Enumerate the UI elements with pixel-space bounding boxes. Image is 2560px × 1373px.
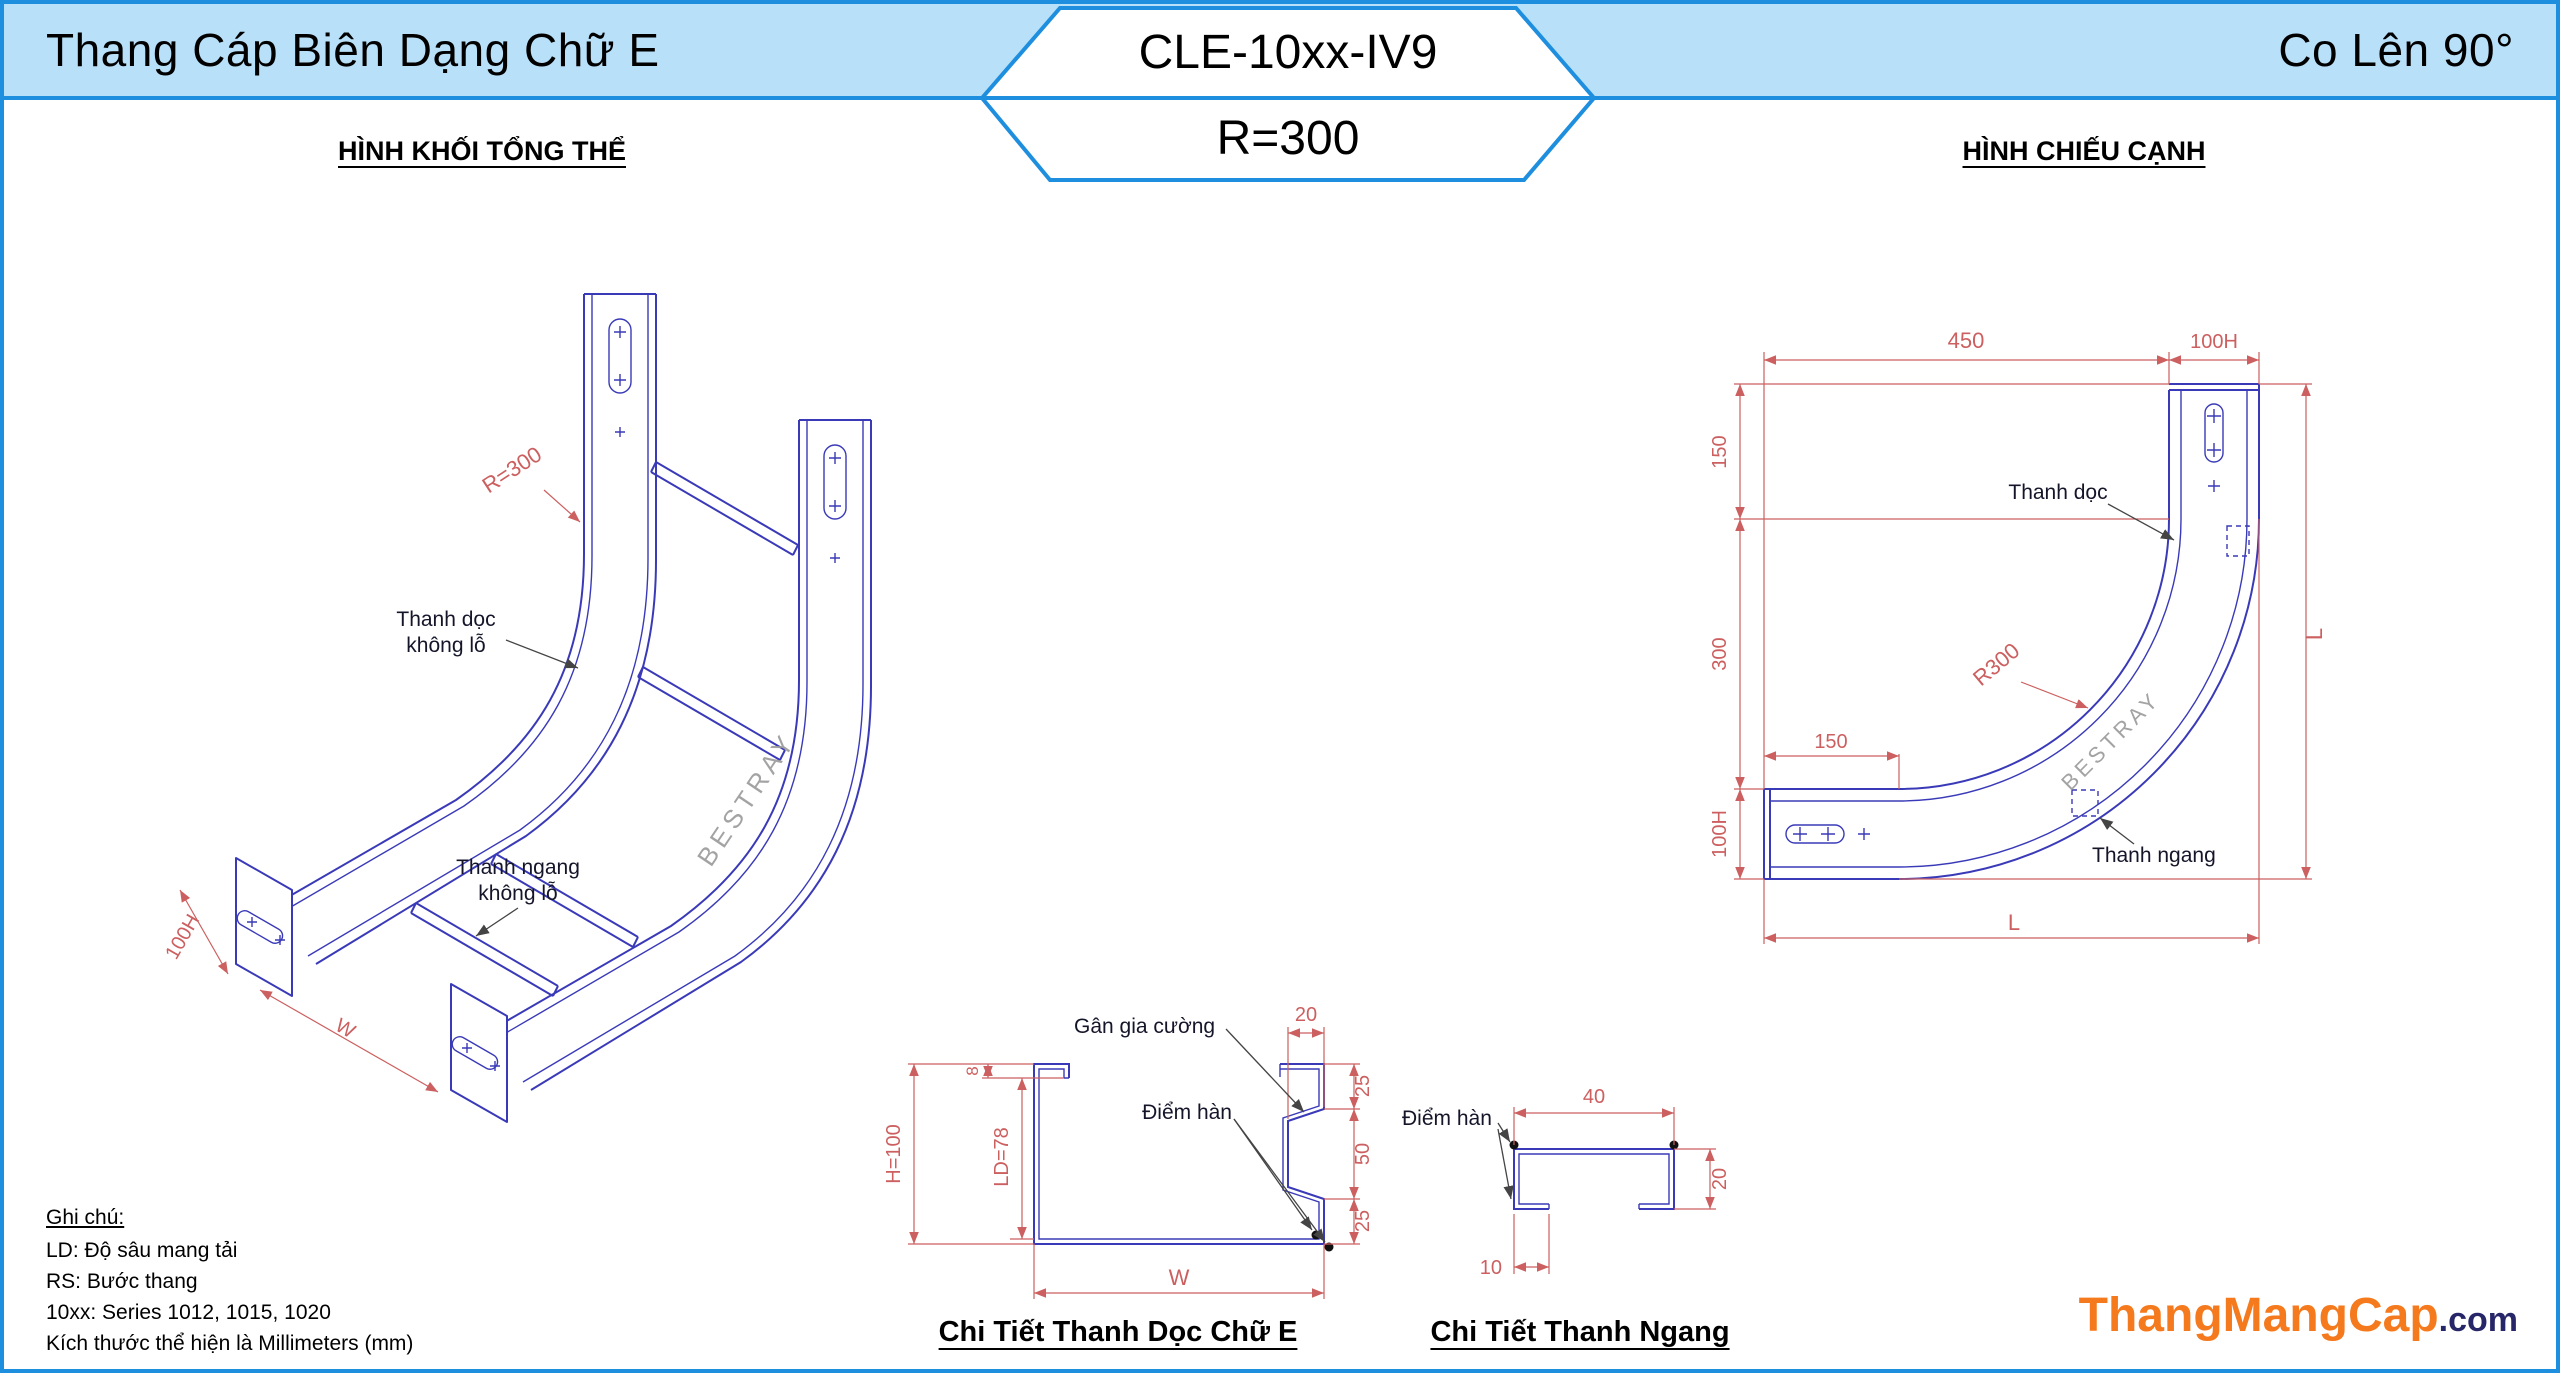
iso-side-rails bbox=[275, 293, 872, 1091]
model-code: CLE-10xx-IV9 bbox=[1139, 26, 1438, 79]
note-line-rs: RS: Bước thang bbox=[46, 1270, 198, 1293]
note-line-ld: LD: Độ sâu mang tải bbox=[46, 1239, 238, 1262]
note-line-units: Kích thước thể hiện là Millimeters (mm) bbox=[46, 1332, 414, 1355]
rung-profile-outline bbox=[1509, 1140, 1679, 1210]
dim-40: 40 bbox=[1583, 1086, 1605, 1108]
rung-detail-title: Chi Tiết Thanh Ngang bbox=[1430, 1316, 1730, 1348]
dim-20: 20 bbox=[1295, 1004, 1317, 1026]
iso-end-plates bbox=[233, 857, 508, 1123]
model-radius: R=300 bbox=[1217, 112, 1360, 165]
brand-logo-tld: .com bbox=[2438, 1301, 2518, 1339]
iso-rungs bbox=[410, 461, 799, 997]
dim-20: 20 bbox=[1709, 1168, 1731, 1190]
iso-rung-label-2: không lỗ bbox=[478, 882, 557, 905]
brand-logo-name: ThangMangCap bbox=[2078, 1289, 2439, 1342]
dim-450: 450 bbox=[1948, 328, 1985, 353]
side-view-drawing: 450 100H 150 300 100H 150 R300 L L bbox=[1709, 328, 2327, 944]
side-view-elbow bbox=[1763, 383, 2260, 880]
brand-logo: ThangMangCap.com bbox=[2079, 1288, 2518, 1343]
bend-type-title: Co Lên 90° bbox=[2278, 24, 2514, 76]
dim-100h-left: 100H bbox=[1709, 810, 1731, 858]
dim-h100: H=100 bbox=[884, 1124, 905, 1184]
dim-50: 50 bbox=[1352, 1143, 1374, 1165]
weld-label: Điểm hàn bbox=[1402, 1107, 1492, 1130]
iso-width-dim: W bbox=[331, 1015, 358, 1044]
product-title: Thang Cáp Biên Dạng Chữ E bbox=[46, 24, 660, 76]
iso-side-rail-label-1: Thanh dọc bbox=[396, 608, 495, 631]
side-view-dimensions: 450 100H 150 300 100H 150 R300 L L bbox=[1709, 328, 2327, 944]
iso-height-dim: 100H bbox=[161, 911, 204, 963]
notes-block: Ghi chú: LD: Độ sâu mang tải RS: Bước th… bbox=[46, 1202, 413, 1359]
model-code-badge: CLE-10xx-IV9 R=300 bbox=[979, 6, 1597, 182]
dim-300: 300 bbox=[1709, 637, 1731, 670]
dim-25-top: 25 bbox=[1352, 1075, 1374, 1097]
dim-150-left: 150 bbox=[1709, 435, 1731, 468]
rail-profile-labels: Gân gia cường Điểm hàn bbox=[1074, 1015, 1326, 1243]
rail-detail-title: Chi Tiết Thanh Dọc Chữ E bbox=[938, 1316, 1298, 1348]
dim-w: W bbox=[1169, 1265, 1190, 1290]
dim-r300: R300 bbox=[1968, 638, 2024, 691]
iso-rung-label-1: Thanh ngang bbox=[456, 856, 580, 879]
overview-isometric-drawing: R=300 100H W Thanh dọc không lỗ Thanh ng… bbox=[161, 293, 872, 1123]
iso-watermark: BESTRAY bbox=[691, 727, 802, 872]
dim-150-inner: 150 bbox=[1814, 731, 1847, 753]
weld-label: Điểm hàn bbox=[1142, 1101, 1232, 1124]
rail-profile-detail-drawing: 20 25 50 25 H=100 8 LD=78 W Gân gia cườn… bbox=[884, 1004, 1374, 1299]
rail-profile-dimensions: 20 25 50 25 H=100 8 LD=78 W bbox=[884, 1004, 1374, 1299]
overview-section-title: HÌNH KHỐI TỔNG THỂ bbox=[338, 136, 626, 166]
dim-ld78: LD=78 bbox=[991, 1127, 1013, 1187]
side-rail-label: Thanh dọc bbox=[2008, 481, 2107, 504]
side-view-section-title: HÌNH CHIẾU CẠNH bbox=[1962, 136, 2206, 166]
dim-100h-top: 100H bbox=[2190, 331, 2238, 353]
dim-l-bottom: L bbox=[2008, 910, 2020, 935]
side-view-labels: Thanh dọc Thanh ngang bbox=[2008, 481, 2215, 867]
dim-10: 10 bbox=[1480, 1257, 1502, 1279]
rung-profile-dimensions: 40 20 10 bbox=[1480, 1086, 1731, 1279]
iso-labels: Thanh dọc không lỗ Thanh ngang không lỗ bbox=[396, 608, 580, 937]
dim-25-bottom: 25 bbox=[1352, 1210, 1374, 1232]
rung-label: Thanh ngang bbox=[2092, 844, 2216, 867]
dim-l-right: L bbox=[2302, 628, 2327, 640]
iso-radius-label: R=300 bbox=[478, 441, 547, 498]
rib-label: Gân gia cường bbox=[1074, 1015, 1215, 1038]
iso-dimensions: R=300 100H W bbox=[161, 441, 581, 1093]
rung-profile-labels: Điểm hàn bbox=[1402, 1107, 1514, 1200]
iso-side-rail-label-2: không lỗ bbox=[406, 634, 485, 657]
dim-8: 8 bbox=[963, 1066, 982, 1075]
rung-profile-detail-drawing: 40 20 10 Điểm hàn bbox=[1402, 1086, 1731, 1279]
notes-title: Ghi chú: bbox=[46, 1206, 125, 1229]
note-line-series: 10xx: Series 1012, 1015, 1020 bbox=[46, 1301, 331, 1324]
